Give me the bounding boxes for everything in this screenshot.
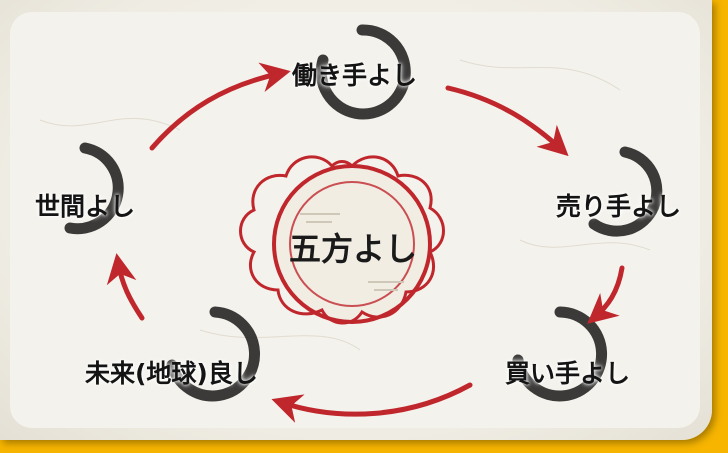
cycle-diagram: [39, 24, 663, 423]
cycle-arrows: [106, 62, 625, 423]
paper-texture: [39, 59, 651, 351]
center-emblem: [239, 155, 445, 325]
enso-kaite: [512, 306, 608, 402]
enso-urite: [588, 146, 663, 237]
node-label-kaite: 買い手よし: [505, 359, 631, 388]
node-label-mirai: 未来(地球)良し: [85, 359, 258, 388]
enso-seken: [64, 142, 124, 235]
node-label-seken: 世間よし: [35, 192, 136, 221]
arrow-urite-to-kaite: [587, 265, 625, 324]
arrow-seken-to-hatarakite: [149, 62, 291, 151]
enso-mirai: [166, 306, 261, 402]
enso-hatarakite: [315, 24, 411, 120]
center-label: 五方よし: [289, 230, 418, 268]
node-label-hatarakite: 働き手よし: [292, 61, 418, 90]
arrow-hatarakite-to-urite: [445, 85, 569, 157]
node-label-urite: 売り手よし: [556, 192, 682, 221]
arrow-mirai-to-seken: [106, 253, 145, 321]
arrow-kaite-to-mirai: [271, 382, 473, 423]
diagram-card: 五方よし 働き手よし 売り手よし 買い手よし 未来(地球)良し 世間よし: [0, 0, 712, 440]
